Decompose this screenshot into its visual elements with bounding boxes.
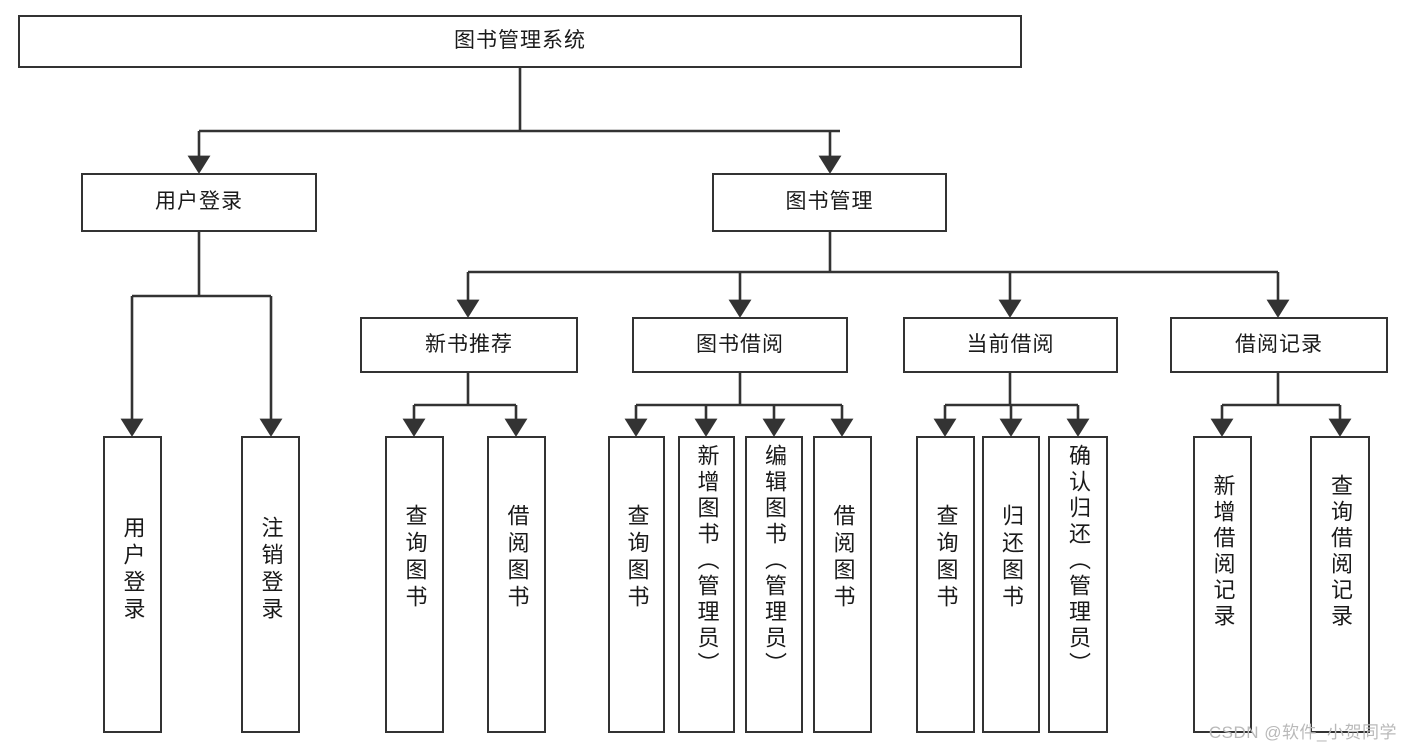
leaf-confirm-return-admin-label: 确认归还（管理员）: [1066, 444, 1091, 678]
leaf-logout-label: 注销登录: [258, 516, 284, 624]
leaf-borrow-book[interactable]: 借阅图书: [813, 436, 872, 733]
leaf-confirm-return-admin[interactable]: 确认归还（管理员）: [1048, 436, 1108, 733]
node-book-manage[interactable]: 图书管理: [712, 173, 947, 232]
node-book-borrow[interactable]: 图书借阅: [632, 317, 848, 373]
node-user-login-label: 用户登录: [155, 190, 243, 214]
node-root-label: 图书管理系统: [454, 29, 586, 53]
node-user-login[interactable]: 用户登录: [81, 173, 317, 232]
node-current-borrow[interactable]: 当前借阅: [903, 317, 1118, 373]
leaf-query-book-recommend[interactable]: 查询图书: [385, 436, 444, 733]
node-book-manage-label: 图书管理: [785, 190, 874, 214]
leaf-query-book-current-label: 查询图书: [933, 504, 959, 612]
node-borrow-record-label: 借阅记录: [1235, 332, 1323, 356]
leaf-borrow-book-label: 借阅图书: [830, 504, 856, 612]
leaf-user-login-label: 用户登录: [120, 516, 146, 624]
leaf-query-book-borrow[interactable]: 查询图书: [608, 436, 665, 733]
node-root[interactable]: 图书管理系统: [18, 15, 1022, 68]
leaf-add-book-admin[interactable]: 新增图书（管理员）: [678, 436, 735, 733]
node-borrow-record[interactable]: 借阅记录: [1170, 317, 1388, 373]
leaf-query-book-recommend-label: 查询图书: [402, 504, 428, 612]
leaf-edit-book-admin[interactable]: 编辑图书（管理员）: [745, 436, 803, 733]
leaf-query-book-current[interactable]: 查询图书: [916, 436, 975, 733]
leaf-add-borrow-record[interactable]: 新增借阅记录: [1193, 436, 1252, 733]
node-current-borrow-label: 当前借阅: [966, 332, 1055, 356]
leaf-query-borrow-record[interactable]: 查询借阅记录: [1310, 436, 1370, 733]
leaf-logout[interactable]: 注销登录: [241, 436, 300, 733]
leaf-add-borrow-record-label: 新增借阅记录: [1210, 474, 1236, 630]
leaf-user-login[interactable]: 用户登录: [103, 436, 162, 733]
node-book-borrow-label: 图书借阅: [696, 332, 784, 356]
leaf-borrow-book-recommend-label: 借阅图书: [504, 504, 530, 612]
leaf-return-book[interactable]: 归还图书: [982, 436, 1040, 733]
leaf-query-borrow-record-label: 查询借阅记录: [1328, 474, 1353, 630]
node-new-book-recommend-label: 新书推荐: [425, 332, 513, 356]
leaf-query-book-borrow-label: 查询图书: [624, 504, 650, 612]
leaf-add-book-admin-label: 新增图书（管理员）: [694, 444, 720, 678]
node-new-book-recommend[interactable]: 新书推荐: [360, 317, 578, 373]
leaf-return-book-label: 归还图书: [999, 504, 1024, 612]
leaf-edit-book-admin-label: 编辑图书（管理员）: [762, 444, 787, 678]
leaf-borrow-book-recommend[interactable]: 借阅图书: [487, 436, 546, 733]
